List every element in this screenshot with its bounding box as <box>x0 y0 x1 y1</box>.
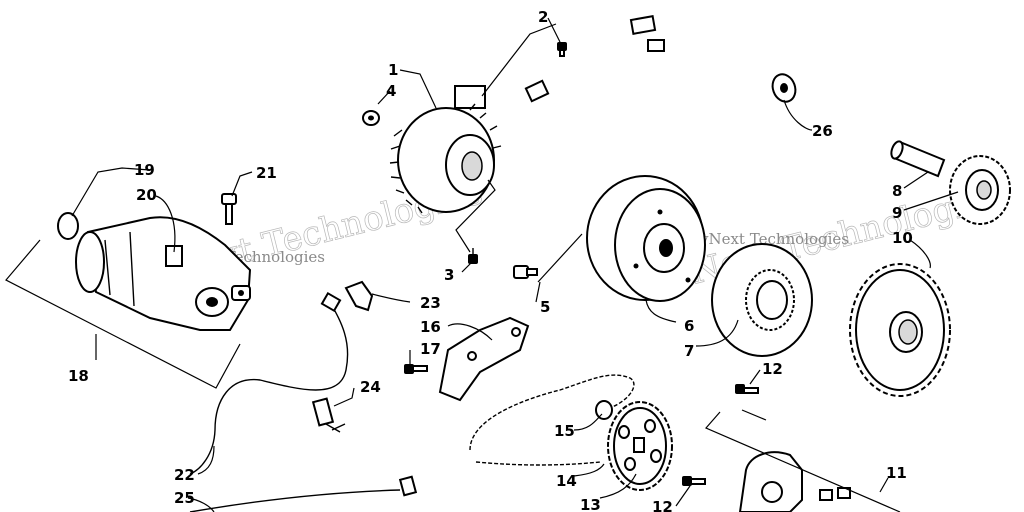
part-label-1: 1 <box>388 61 398 79</box>
part-label-10: 10 <box>892 229 913 247</box>
cover-16 <box>438 316 530 402</box>
part-label-18: 18 <box>68 367 89 385</box>
part-label-17: 17 <box>420 340 441 358</box>
screw-3 <box>468 248 478 264</box>
o-ring-19 <box>57 212 79 240</box>
part-label-22: 22 <box>174 466 195 484</box>
bolt-21 <box>221 193 237 225</box>
part-labels: 1 2 3 4 5 6 7 8 9 10 11 12 12 13 14 15 1… <box>68 8 913 512</box>
gear-9 <box>949 155 1011 225</box>
part-label-16: 16 <box>420 318 441 336</box>
leader-lines <box>5 17 959 512</box>
part-label-6: 6 <box>684 317 694 335</box>
part-label-2: 2 <box>538 8 548 26</box>
part-label-4: 4 <box>386 82 396 100</box>
bolt-17 <box>404 364 428 374</box>
part-label-13: 13 <box>580 496 601 512</box>
part-label-20: 20 <box>136 186 157 204</box>
part-label-23: 23 <box>420 294 441 312</box>
watermark-right-small: vNext Technologies <box>699 230 849 248</box>
chain-14 <box>469 374 635 466</box>
part-label-21: 21 <box>256 164 277 182</box>
screw-2 <box>557 42 567 57</box>
sprocket-10 <box>849 263 951 397</box>
part-label-7: 7 <box>684 342 694 360</box>
starter-motor-18 <box>75 216 252 331</box>
part-label-12b: 12 <box>652 498 673 512</box>
flywheel-6 <box>586 175 706 302</box>
bolt-5 <box>513 265 538 279</box>
boot-23 <box>344 280 374 312</box>
bolt-12b <box>682 476 706 486</box>
part-label-24: 24 <box>360 378 381 396</box>
bolt-12a <box>735 384 759 394</box>
part-label-19: 19 <box>134 161 155 179</box>
part-label-5: 5 <box>540 298 550 316</box>
nut-4 <box>362 110 380 126</box>
wire-25 <box>189 475 418 512</box>
stator-part <box>389 15 665 214</box>
plate-11 <box>738 451 851 512</box>
part-label-26: 26 <box>812 122 833 140</box>
part-label-12a: 12 <box>762 360 783 378</box>
shaft-8 <box>890 140 946 178</box>
part-label-11: 11 <box>886 464 907 482</box>
washer-26 <box>771 73 797 103</box>
part-label-8: 8 <box>892 182 902 200</box>
part-label-9: 9 <box>892 204 902 222</box>
terminal-24 <box>311 397 346 433</box>
part-label-15: 15 <box>554 422 575 440</box>
part-label-25: 25 <box>174 489 195 507</box>
clutch-7 <box>711 243 813 357</box>
sprocket-13 <box>607 401 673 491</box>
cable-22 <box>189 291 349 475</box>
part-label-3: 3 <box>444 266 454 284</box>
part-label-14: 14 <box>556 472 577 490</box>
clip-15 <box>595 400 613 420</box>
